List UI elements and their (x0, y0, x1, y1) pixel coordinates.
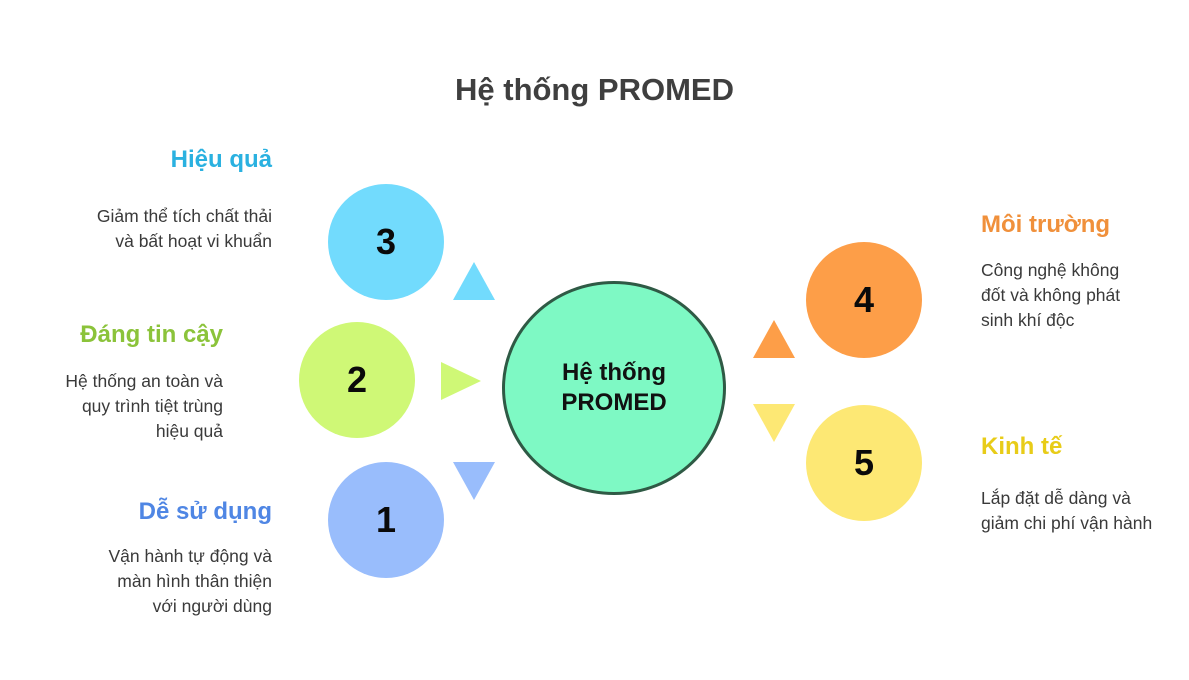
item-description-line: giảm chi phí vận hành (981, 513, 1153, 533)
item-heading-de-su-dung: Dễ sử dụng (138, 498, 272, 525)
pointer-triangle-right-icon (441, 362, 481, 400)
pointer-triangle-down-icon (753, 404, 795, 442)
item-heading-moi-truong: Môi trường (981, 211, 1111, 238)
pointer-triangle-down-icon (453, 462, 495, 500)
item-description-moi-truong: Công nghệ không đốt và không phát sinh k… (981, 258, 1120, 333)
item-description-line: Lắp đặt dễ dàng và (981, 488, 1131, 508)
item-description-line: Giảm thể tích chất thải (96, 206, 272, 226)
item-circle-kinh-te: 5 (806, 405, 922, 521)
item-description-line: và bất hoạt vi khuẩn (115, 231, 272, 251)
item-number: 2 (346, 359, 368, 400)
item-description-dang-tin-cay: Hệ thống an toàn và quy trình tiệt trùng… (65, 369, 223, 444)
item-description-line: quy trình tiệt trùng (81, 396, 223, 416)
item-description-de-su-dung: Vận hành tự động và màn hình thân thiện … (108, 544, 272, 619)
item-number: 1 (375, 499, 397, 540)
item-heading-kinh-te: Kinh tế (981, 433, 1063, 460)
item-description-line: đốt và không phát (981, 285, 1121, 305)
item-circle-hieu-qua: 3 (328, 184, 444, 300)
item-description-line: sinh khí độc (981, 310, 1075, 330)
item-number: 4 (853, 279, 875, 320)
center-hub-circle: Hệ thống PROMED (502, 281, 726, 495)
item-number: 3 (375, 221, 397, 262)
item-description-line: Vận hành tự động và (108, 546, 272, 566)
item-heading-hieu-qua: Hiệu quả (170, 146, 272, 173)
item-circle-dang-tin-cay: 2 (299, 322, 415, 438)
center-hub-line-2: PROMED (561, 389, 667, 416)
item-circle-de-su-dung: 1 (328, 462, 444, 578)
item-description-line: với người dùng (152, 596, 272, 616)
item-heading-dang-tin-cay: Đáng tin cậy (80, 321, 223, 348)
item-description-line: Công nghệ không (981, 260, 1120, 280)
item-description-kinh-te: Lắp đặt dễ dàng và giảm chi phí vận hành (981, 486, 1152, 536)
item-description-line: Hệ thống an toàn và (65, 371, 223, 391)
item-description-hieu-qua: Giảm thể tích chất thải và bất hoạt vi k… (97, 204, 272, 254)
item-description-line: hiệu quả (155, 421, 223, 441)
item-number: 5 (853, 442, 875, 483)
center-hub-line-1: Hệ thống (562, 359, 666, 386)
pointer-triangle-up-icon (453, 262, 495, 300)
pointer-triangle-up-icon (753, 320, 795, 358)
item-circle-moi-truong: 4 (806, 242, 922, 358)
item-description-line: màn hình thân thiện (117, 571, 272, 591)
page-title: Hệ thống PROMED (455, 72, 734, 107)
